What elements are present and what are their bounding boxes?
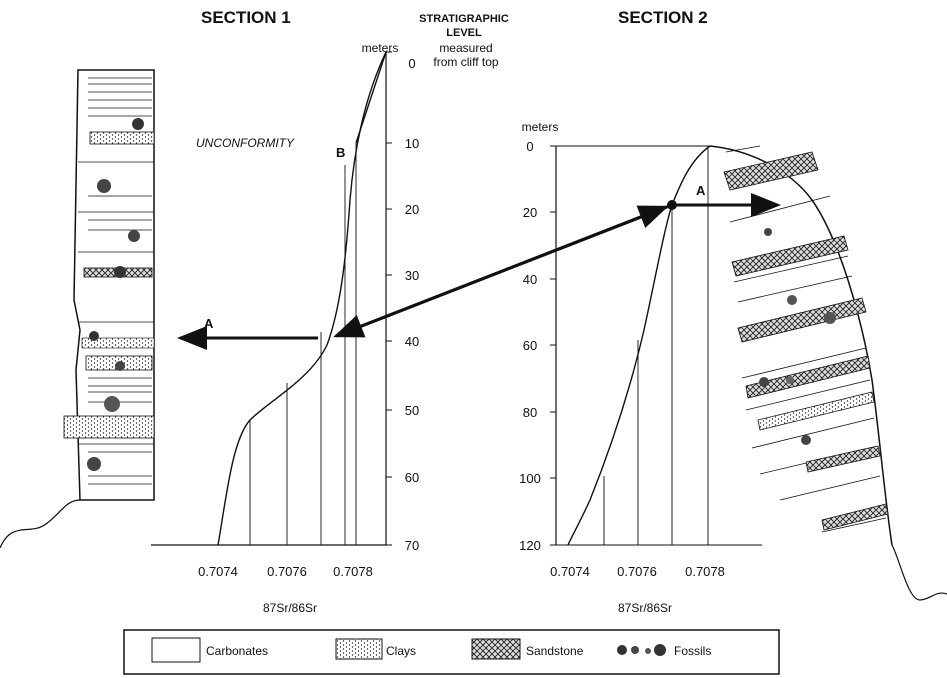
legend-carbonates: Carbonates <box>206 644 268 658</box>
s1-depth-40: 40 <box>405 334 419 349</box>
s1-sr-axis-label: 87Sr/86Sr <box>263 601 317 615</box>
tie-point-marker <box>667 200 677 210</box>
s1-depth-50: 50 <box>405 403 419 418</box>
section-1-label-a: A <box>204 316 214 331</box>
s1-depth-30: 30 <box>405 268 419 283</box>
s2-depth-100: 100 <box>519 471 541 486</box>
s1-sr-0.7074: 0.7074 <box>198 564 238 579</box>
clays-swatch <box>335 638 383 660</box>
stratigraphic-level-title: STRATIGRAPHIC <box>419 13 509 25</box>
legend: Carbonates Clays Sandstone Fossils <box>123 629 780 675</box>
s2-depth-40: 40 <box>523 272 537 287</box>
s2-depth-0: 0 <box>526 139 533 154</box>
s1-sr-0.7076: 0.7076 <box>267 564 307 579</box>
s2-sr-0.7074: 0.7074 <box>550 564 590 579</box>
from-cliff-top-label: from cliff top <box>433 55 498 69</box>
correlation-arrows <box>177 193 781 350</box>
section-1-axes: 0 10 20 30 40 50 60 70 meters measured f… <box>151 41 499 615</box>
section-1-depth-ticks: 0 10 20 30 40 50 60 70 <box>405 56 419 553</box>
section-2-axes: 0 20 40 60 80 100 120 meters 0.7074 0.70… <box>519 120 762 615</box>
legend-clays: Clays <box>386 644 416 658</box>
unconformity-label: UNCONFORMITY <box>196 136 295 150</box>
s2-sr-0.7076: 0.7076 <box>617 564 657 579</box>
s1-sr-0.7078: 0.7078 <box>333 564 373 579</box>
s2-depth-20: 20 <box>523 205 537 220</box>
fossils-swatch <box>617 644 666 656</box>
section-1-title: SECTION 1 <box>201 8 291 27</box>
section-2-label-a: A <box>696 183 706 198</box>
section-1-column <box>0 69 155 549</box>
label-b: B <box>336 145 345 160</box>
s1-depth-20: 20 <box>405 202 419 217</box>
measured-label: measured <box>439 41 492 55</box>
s1-depth-0: 0 <box>408 56 415 71</box>
correlation-arrow-to-section2 <box>335 205 669 338</box>
s1-depth-60: 60 <box>405 470 419 485</box>
sandstone-swatch <box>471 638 521 660</box>
s2-depth-120: 120 <box>519 538 541 553</box>
s2-sr-0.7078: 0.7078 <box>685 564 725 579</box>
stratigraphic-level-title-2: LEVEL <box>446 27 482 39</box>
legend-sandstone: Sandstone <box>526 644 584 658</box>
carbonates-swatch <box>151 637 201 663</box>
legend-fossils: Fossils <box>674 644 711 658</box>
s2-units-label: meters <box>522 120 559 134</box>
section-2-column <box>709 145 947 601</box>
s1-depth-70: 70 <box>405 538 419 553</box>
s1-units-label: meters <box>362 41 399 55</box>
s2-sr-axis-label: 87Sr/86Sr <box>618 601 672 615</box>
s2-depth-80: 80 <box>523 405 537 420</box>
s1-depth-10: 10 <box>405 136 419 151</box>
section-2-title: SECTION 2 <box>618 8 708 27</box>
s2-depth-60: 60 <box>523 338 537 353</box>
